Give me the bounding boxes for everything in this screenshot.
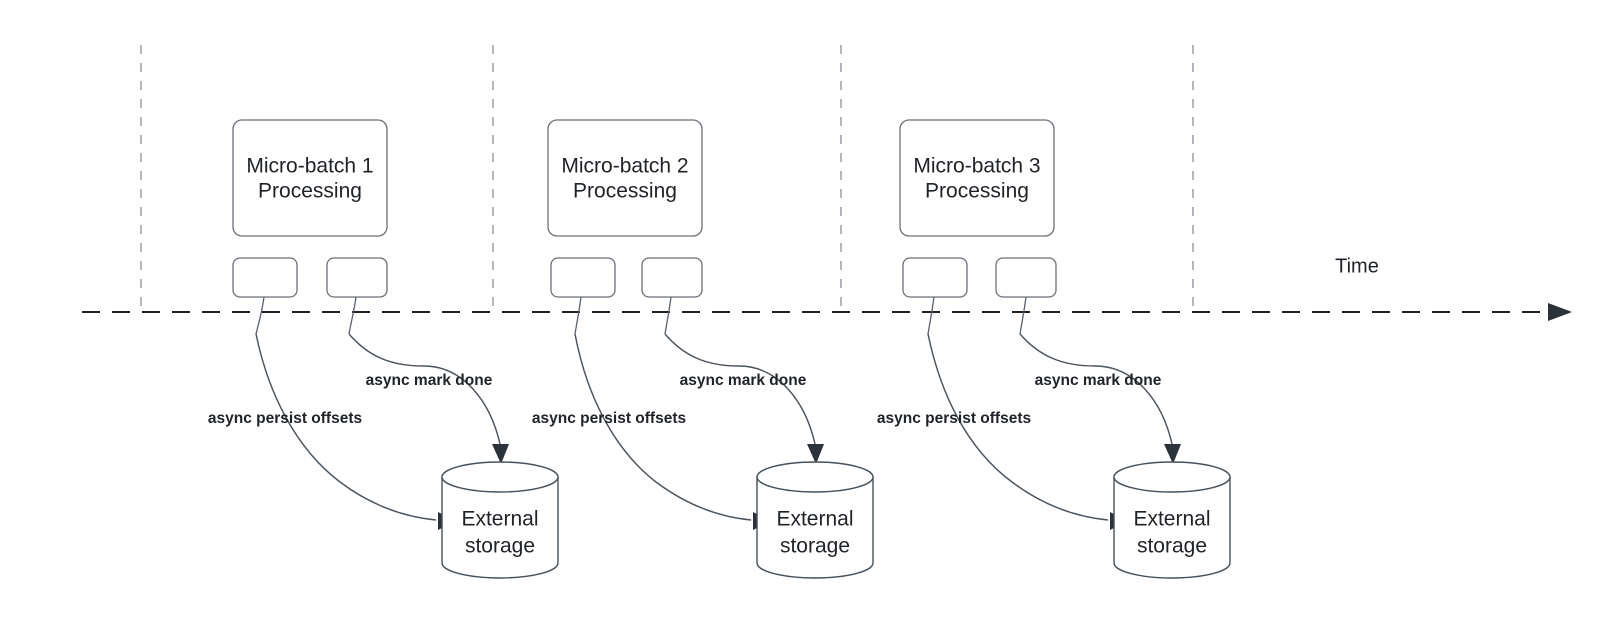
persist-offsets-label-2: async persist offsets	[532, 410, 686, 427]
external-storage-1-label-line1: External	[461, 508, 538, 531]
micro-batch-1-label-line1: Micro-batch 1	[246, 155, 373, 178]
external-storage-3-label-line1: External	[1133, 508, 1210, 531]
time-axis-arrowhead	[1548, 303, 1572, 321]
micro-batch-group-3: Micro-batch 3 Processing async persist o…	[877, 119, 1231, 579]
persist-offsets-stem-1	[255, 296, 265, 335]
persist-offsets-label-1: async persist offsets	[208, 410, 362, 427]
mark-done-task-2[interactable]	[641, 257, 703, 298]
mark-done-label-1: async mark done	[366, 372, 493, 389]
batch-boundary-lines	[140, 45, 1194, 312]
external-storage-1[interactable]: External storage	[441, 461, 559, 579]
persist-offsets-stem-3	[927, 296, 935, 335]
mark-done-stem-2	[664, 296, 672, 335]
external-storage-2-body	[756, 476, 874, 579]
micro-batch-2-box[interactable]	[547, 119, 703, 237]
external-storage-2-label-line2: storage	[780, 535, 850, 558]
mark-done-arrowhead-2	[807, 444, 824, 464]
external-storage-1-top	[441, 461, 559, 493]
persist-offsets-curve-1	[255, 333, 437, 521]
mark-done-stem-3	[1019, 296, 1027, 335]
mark-done-task-3[interactable]	[995, 257, 1057, 298]
micro-batch-1-box[interactable]	[232, 119, 388, 237]
persist-offsets-task-2[interactable]	[550, 257, 616, 298]
persist-offsets-label-3: async persist offsets	[877, 410, 1031, 427]
micro-batch-1-label-line2: Processing	[258, 180, 362, 203]
mark-done-arrowhead-3	[1164, 444, 1181, 464]
external-storage-2-top	[756, 461, 874, 493]
persist-offsets-curve-2	[574, 333, 752, 521]
external-storage-3-body	[1113, 476, 1231, 579]
mark-done-arrowhead-1	[492, 444, 509, 464]
micro-batch-3-label-line1: Micro-batch 3	[913, 155, 1040, 178]
persist-offsets-task-1[interactable]	[232, 257, 298, 298]
external-storage-1-body	[441, 476, 559, 579]
time-axis: Time	[82, 255, 1572, 321]
mark-done-curve-3	[1019, 333, 1173, 445]
micro-batch-2-label-line2: Processing	[573, 180, 677, 203]
external-storage-2-label-line1: External	[776, 508, 853, 531]
mark-done-task-1[interactable]	[326, 257, 388, 298]
mark-done-label-2: async mark done	[680, 372, 807, 389]
micro-batch-2-label-line1: Micro-batch 2	[561, 155, 688, 178]
external-storage-3-label-line2: storage	[1137, 535, 1207, 558]
mark-done-stem-1	[348, 296, 357, 335]
micro-batch-3-box[interactable]	[899, 119, 1055, 237]
time-axis-label: Time	[1335, 255, 1379, 277]
persist-offsets-stem-2	[574, 296, 582, 335]
external-storage-3[interactable]: External storage	[1113, 461, 1231, 579]
persist-offsets-task-3[interactable]	[902, 257, 968, 298]
persist-offsets-curve-3	[927, 333, 1109, 521]
micro-batch-group-2: Micro-batch 2 Processing async persist o…	[532, 119, 874, 579]
external-storage-1-label-line2: storage	[465, 535, 535, 558]
micro-batch-3-label-line2: Processing	[925, 180, 1029, 203]
external-storage-2[interactable]: External storage	[756, 461, 874, 579]
mark-done-curve-2	[664, 333, 816, 445]
mark-done-label-3: async mark done	[1035, 372, 1162, 389]
mark-done-curve-1	[348, 333, 501, 445]
external-storage-3-top	[1113, 461, 1231, 493]
micro-batch-group-1: Micro-batch 1 Processing async persist o…	[208, 119, 559, 579]
